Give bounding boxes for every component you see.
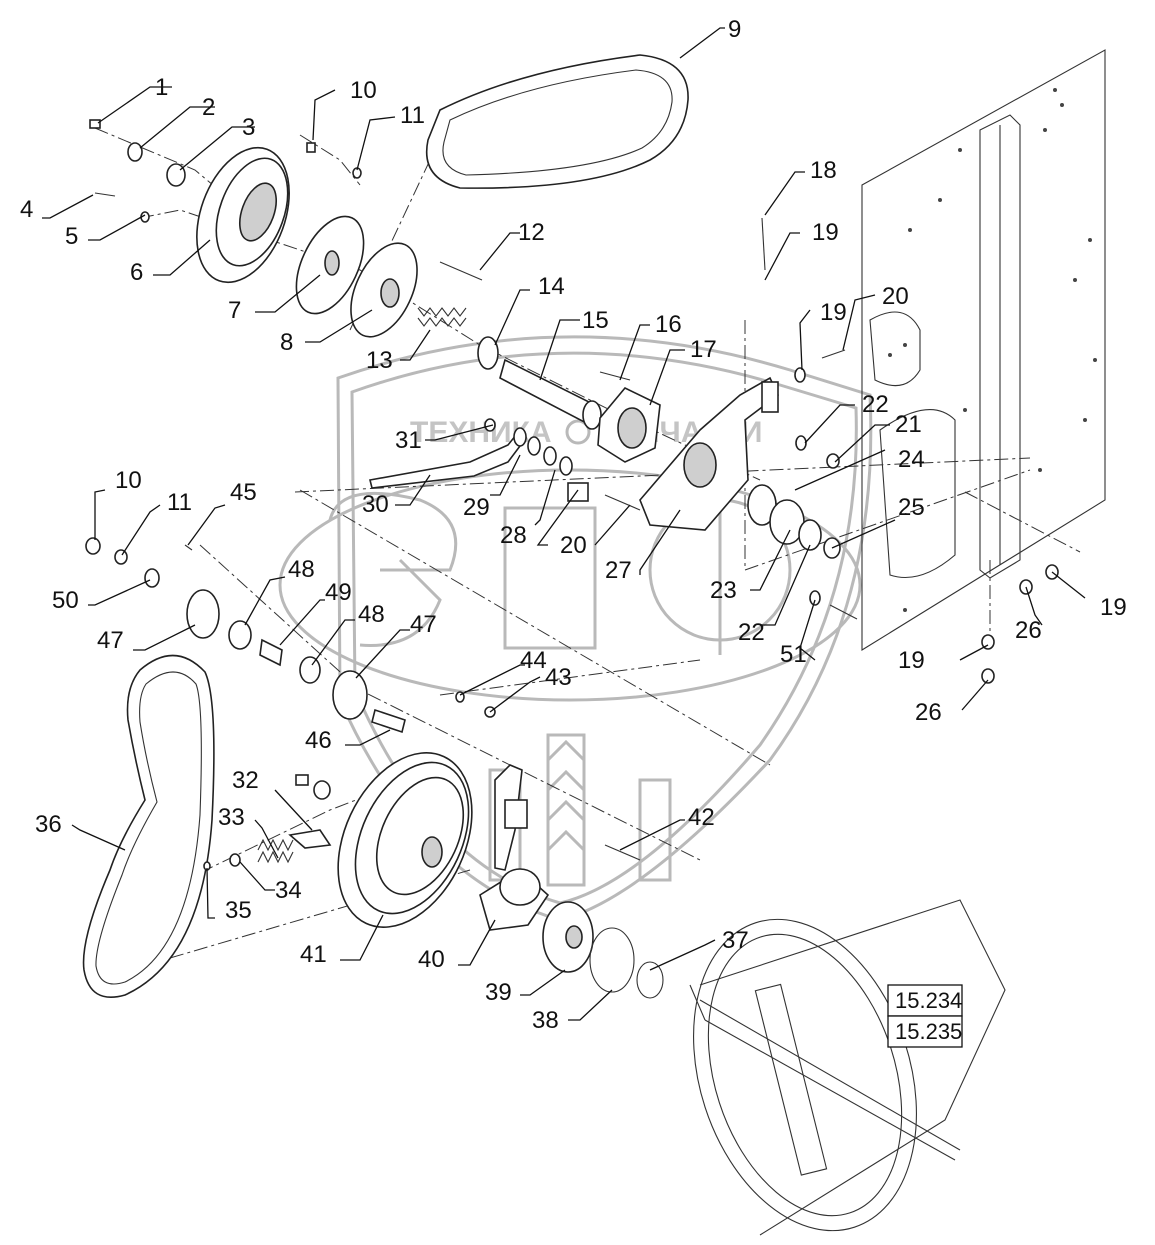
callout-15: 15 [582, 307, 609, 334]
small-hardware [89, 119, 499, 370]
callout-37: 37 [722, 927, 749, 954]
callout-13: 13 [366, 347, 393, 374]
callout-12: 12 [518, 219, 545, 246]
callout-23: 23 [710, 577, 737, 604]
belt-9 [426, 54, 689, 189]
callout-36: 36 [35, 811, 62, 838]
callout-20a: 20 [882, 283, 909, 310]
bearing-23-24 [747, 484, 841, 559]
callout-10b: 10 [115, 467, 142, 494]
pulley-6 [196, 146, 290, 284]
arm-42 [494, 764, 641, 871]
callout-38: 38 [532, 1007, 559, 1034]
callout-18: 18 [810, 157, 837, 184]
callout-19a: 19 [812, 219, 839, 246]
callout-42: 42 [688, 804, 715, 831]
shaft-15 [499, 358, 602, 430]
callout-6: 6 [130, 259, 143, 286]
callout-22b: 22 [738, 619, 765, 646]
callout-8: 8 [280, 329, 293, 356]
callout-5: 5 [65, 223, 78, 250]
callout-41: 41 [300, 941, 327, 968]
callout-47b: 47 [410, 611, 437, 638]
callout-26b: 26 [915, 699, 942, 726]
idler-assembly [85, 537, 496, 734]
callout-17: 17 [690, 336, 717, 363]
callout-47a: 47 [97, 627, 124, 654]
stud-12 [439, 261, 483, 281]
reference-label-2: 15.235 [895, 1019, 962, 1044]
callout-46: 46 [305, 727, 332, 754]
frame-panel [861, 49, 1106, 651]
parts-32-35 [203, 774, 332, 871]
callout-10a: 10 [350, 77, 377, 104]
callout-28: 28 [500, 522, 527, 549]
callout-32: 32 [232, 767, 259, 794]
callout-25: 25 [898, 494, 925, 521]
callout-20b: 20 [560, 532, 587, 559]
disc-7 [295, 215, 365, 315]
reference-box-1: 15.234 [887, 984, 963, 1017]
bearings-37-40 [479, 868, 664, 999]
callout-51: 51 [780, 641, 807, 668]
callout-2: 2 [202, 94, 215, 121]
callout-22a: 22 [862, 391, 889, 418]
callout-45: 45 [230, 479, 257, 506]
callout-19c: 19 [1100, 594, 1127, 621]
callout-4: 4 [20, 196, 33, 223]
callout-43: 43 [545, 664, 572, 691]
bracket-27 [639, 376, 779, 531]
pulley-41 [337, 752, 473, 928]
callout-35: 35 [225, 897, 252, 924]
callout-3: 3 [242, 114, 255, 141]
bolts-right [599, 217, 1059, 684]
callout-14: 14 [538, 273, 565, 300]
callout-19d: 19 [898, 647, 925, 674]
callout-11a: 11 [400, 102, 425, 129]
bearing-housing-17 [597, 387, 661, 463]
washers-28-29 [484, 418, 589, 502]
callout-40: 40 [418, 946, 445, 973]
callout-9: 9 [728, 16, 741, 43]
callout-7: 7 [228, 297, 241, 324]
leader-lines [42, 27, 1086, 1021]
callout-34: 34 [275, 877, 302, 904]
callout-39: 39 [485, 979, 512, 1006]
callout-11b: 11 [167, 489, 192, 516]
callout-48b: 48 [358, 601, 385, 628]
callout-numbers: 1 2 3 4 5 6 7 8 9 10 11 12 13 14 15 16 1… [20, 16, 1127, 1034]
callout-29: 29 [463, 494, 490, 521]
belt-36 [82, 654, 215, 998]
callout-30: 30 [362, 491, 389, 518]
callout-48a: 48 [288, 556, 315, 583]
reference-box-2: 15.235 [887, 1015, 963, 1048]
callout-33: 33 [218, 804, 245, 831]
callout-1: 1 [155, 74, 168, 101]
callout-49: 49 [325, 579, 352, 606]
reference-label-1: 15.234 [895, 988, 962, 1013]
callout-26a: 26 [1015, 617, 1042, 644]
callout-24: 24 [898, 446, 925, 473]
callout-21: 21 [895, 411, 922, 438]
callout-44: 44 [520, 647, 547, 674]
callout-27: 27 [605, 557, 632, 584]
spring-13 [417, 307, 467, 327]
callout-50: 50 [52, 587, 79, 614]
callout-31: 31 [395, 427, 422, 454]
callout-16: 16 [655, 311, 682, 338]
callout-19b: 19 [820, 299, 847, 326]
